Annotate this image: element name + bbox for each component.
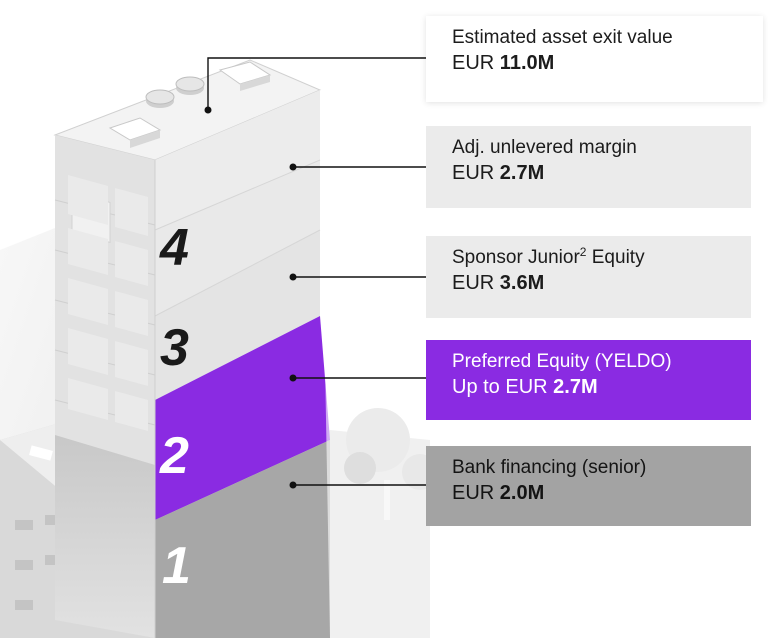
dot-exit-start bbox=[204, 106, 212, 114]
tier-number-1: 1 bbox=[162, 537, 191, 595]
preferred-equity-label: Preferred Equity (YELDO) bbox=[452, 351, 672, 372]
tier-number-4: 4 bbox=[160, 219, 189, 277]
junior-equity-amount: EUR 3.6M bbox=[452, 272, 545, 294]
tier-number-2: 2 bbox=[160, 427, 189, 485]
preferred-equity-box: Preferred Equity (YELDO) Up to EUR 2.7M bbox=[426, 340, 751, 420]
junior-equity-box: Sponsor Junior2 Equity EUR 3.6M bbox=[426, 236, 751, 318]
tier-band-4 bbox=[155, 160, 320, 316]
margin-amount: EUR 2.7M bbox=[452, 162, 545, 184]
tier-band-1 bbox=[155, 440, 330, 638]
exit-value-label: Estimated asset exit value bbox=[452, 27, 673, 48]
junior-equity-label: Sponsor Junior2 Equity bbox=[452, 245, 645, 268]
tier-band-3 bbox=[155, 230, 320, 400]
preferred-equity-amount: Up to EUR 2.7M bbox=[452, 376, 598, 398]
footnote-marker: 2 bbox=[579, 245, 587, 259]
connector-exit bbox=[207, 57, 436, 110]
tier-number-3: 3 bbox=[160, 319, 189, 377]
bank-financing-box: Bank financing (senior) EUR 2.0M bbox=[426, 446, 751, 526]
margin-box: Adj. unlevered margin EUR 2.7M bbox=[426, 126, 751, 208]
tier-band-2 bbox=[155, 316, 330, 520]
exit-value-amount: EUR 11.0M bbox=[452, 52, 555, 74]
tier-band-top bbox=[155, 90, 320, 230]
bank-financing-amount: EUR 2.0M bbox=[452, 482, 545, 504]
bank-financing-label: Bank financing (senior) bbox=[452, 457, 647, 478]
margin-label: Adj. unlevered margin bbox=[452, 137, 637, 158]
exit-value-box: Estimated asset exit value EUR 11.0M bbox=[426, 16, 763, 102]
connector-lines bbox=[207, 57, 436, 486]
